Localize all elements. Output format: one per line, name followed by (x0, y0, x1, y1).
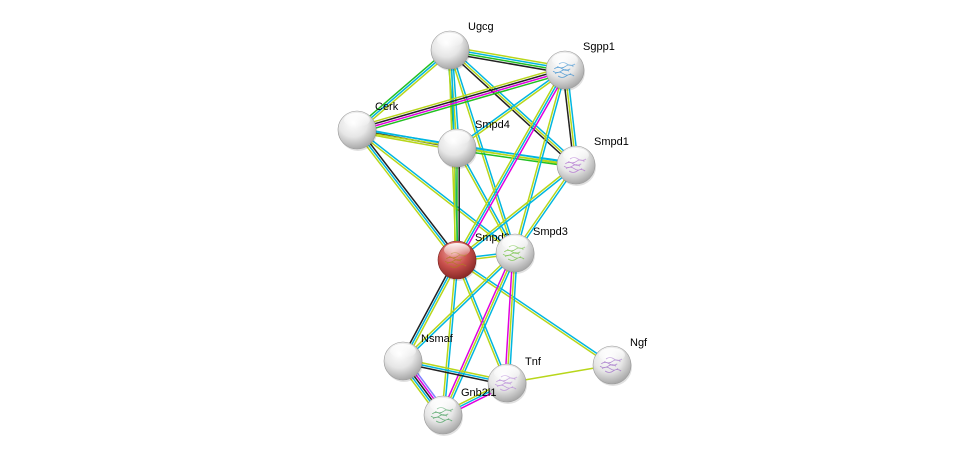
edge-Sgpp1-Smpd2[interactable] (454, 68, 568, 262)
node-highlight (494, 366, 520, 380)
edge-line-textmining (441, 259, 457, 415)
node-highlight (563, 148, 589, 162)
edge-line-neighborhood (357, 72, 567, 134)
edge-line-textmining (506, 252, 516, 384)
edge-line-neighborhood (355, 47, 450, 129)
edge-line-database (356, 129, 458, 261)
edge-line-textmining (355, 66, 565, 128)
edge-Smpd2-Gnb2l1[interactable] (441, 259, 459, 416)
edge-line-experimental (440, 251, 514, 415)
edge-line-experimental (357, 70, 566, 132)
edge-line-database (357, 128, 517, 253)
node-label: Nsmaf (421, 333, 454, 345)
node-tnf[interactable]: Tnf (487, 356, 542, 404)
node-label: Gnb2l1 (461, 387, 496, 399)
edge-line-textmining (455, 260, 612, 367)
node-label: Ngf (630, 337, 648, 349)
edge-line-textmining (455, 260, 507, 384)
edge-Smpd3-Tnf[interactable] (504, 252, 518, 384)
node-label: Smpd4 (475, 119, 510, 131)
edge-line-textmining (454, 68, 564, 260)
node-nsmaf[interactable]: Nsmaf (383, 333, 454, 382)
edge-line-experimental (458, 70, 568, 262)
edge-Smpd1-Smpd2[interactable] (455, 163, 578, 262)
node-highlight (430, 398, 456, 412)
edge-Sgpp1-Smpd3[interactable] (513, 69, 567, 254)
edge-line-textmining (357, 51, 452, 133)
node-ugcg[interactable]: Ugcg (430, 21, 494, 71)
node-highlight (502, 236, 528, 250)
node-gnb2l1[interactable]: Gnb2l1 (423, 387, 496, 436)
edge-line-textmining (354, 130, 456, 262)
node-highlight (599, 348, 625, 362)
node-ngf[interactable]: Ngf (592, 337, 648, 386)
edge-line-neighborhood (449, 50, 565, 72)
edge-line-database (443, 260, 459, 416)
node-highlight (390, 344, 416, 358)
edge-line-database (456, 69, 566, 261)
edge-Cerk-Smpd2[interactable] (354, 128, 460, 262)
edge-Smpd3-Gnb2l1[interactable] (440, 251, 518, 417)
edge-line-neighborhood (456, 149, 576, 168)
edge-line-coexpression (449, 52, 565, 74)
edge-line-database (450, 48, 566, 70)
node-smpd4[interactable]: Smpd4 (437, 119, 510, 169)
edge-line-textmining (450, 46, 566, 68)
edge-Smpd2-Ngf[interactable] (455, 258, 614, 367)
edge-line-textmining (455, 163, 576, 260)
edge-line-textmining (457, 70, 567, 150)
edge-line-textmining (455, 148, 515, 254)
node-highlight (444, 243, 470, 257)
edge-Smpd4-Sgpp1[interactable] (455, 68, 567, 150)
edge-line-coexpression (358, 128, 460, 260)
edge-line-coexpression (356, 68, 565, 130)
edge-line-database (515, 70, 567, 254)
edge-line-database (455, 68, 565, 148)
edge-line-experimental (504, 252, 514, 383)
edge-line-textmining (442, 252, 516, 416)
node-smpd2[interactable]: Smpd2 (437, 232, 510, 281)
node-smpd3[interactable]: Smpd3 (495, 226, 568, 274)
edge-Smpd3-Nsmaf[interactable] (401, 251, 517, 363)
edge-Ugcg-Cerk[interactable] (355, 47, 452, 133)
node-cerk[interactable]: Cerk (337, 101, 399, 151)
node-highlight (437, 33, 463, 47)
edge-Smpd4-Smpd3[interactable] (455, 147, 517, 254)
edge-line-textmining (449, 49, 577, 166)
node-sgpp1[interactable]: Sgpp1 (545, 41, 615, 91)
edge-Ugcg-Sgpp1[interactable] (449, 46, 566, 74)
edge-line-database (457, 165, 578, 262)
node-smpd1[interactable]: Smpd1 (556, 136, 629, 186)
edge-line-database (457, 258, 614, 365)
edge-line-database (356, 49, 451, 131)
node-label: Sgpp1 (583, 41, 615, 53)
node-label: Tnf (525, 356, 542, 368)
node-highlight (552, 53, 578, 67)
node-label: Smpd1 (594, 136, 629, 148)
edge-line-database (444, 253, 518, 417)
node-label: Cerk (375, 101, 399, 113)
node-label: Smpd3 (533, 226, 568, 238)
edge-line-database (403, 253, 517, 363)
edge-line-textmining (513, 69, 565, 253)
edge-Cerk-Sgpp1[interactable] (355, 66, 567, 134)
node-label: Ugcg (468, 21, 494, 33)
edge-line-database (508, 253, 518, 384)
edge-line-textmining (401, 251, 515, 361)
node-highlight (444, 131, 470, 145)
node-highlight (344, 113, 370, 127)
edge-line-database (457, 147, 517, 253)
